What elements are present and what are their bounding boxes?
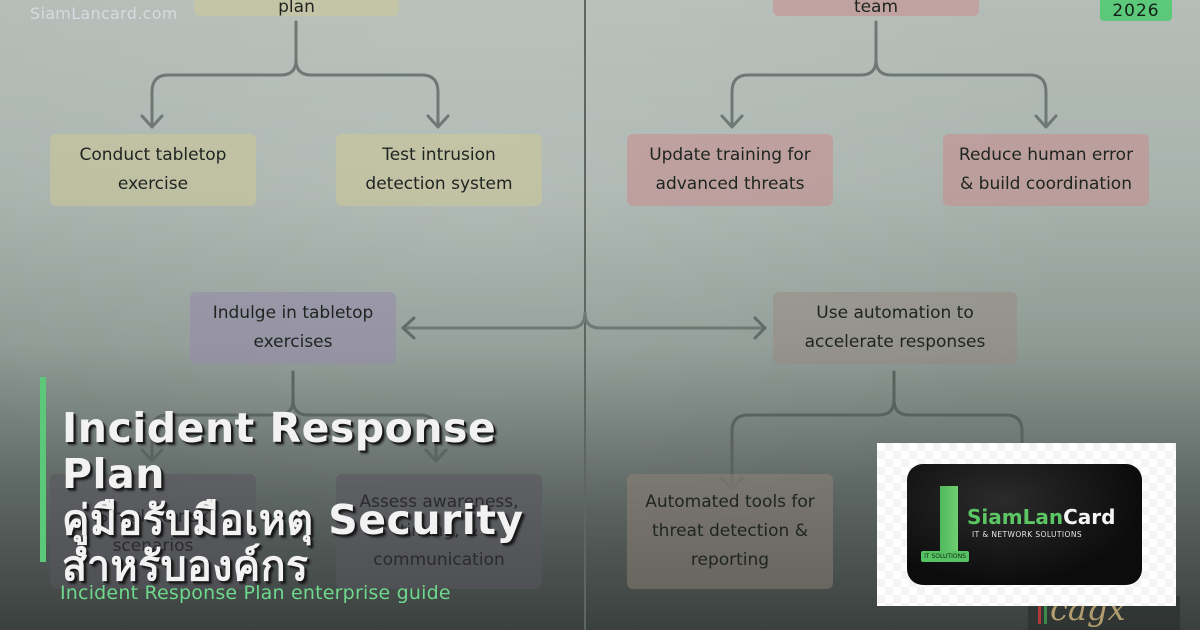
node-assess-awareness: Assess awareness, timing, & communicatio…	[336, 474, 542, 589]
node-label: team	[853, 0, 899, 17]
node-label: Test intrusion detection system	[365, 145, 513, 194]
headline-line-3: สำหรับองค์กร	[62, 542, 309, 590]
arrowhead	[401, 316, 767, 340]
node-plan: plan	[194, 0, 399, 16]
connector-team	[730, 20, 1048, 128]
node-label: Indulge in tabletop exercises	[212, 303, 374, 352]
arrowhead	[720, 476, 744, 491]
watermark-mark-red	[1038, 602, 1041, 624]
node-label: Automated tools for threat detection & r…	[645, 492, 815, 570]
headline: Incident Response Plan คู่มือรับมือเหตุ …	[62, 405, 582, 589]
node-label: Simulate risk scenarios	[97, 506, 209, 556]
subtitle: Incident Response Plan enterprise guide	[60, 582, 451, 604]
node-use-automation: Use automation to accelerate responses	[773, 292, 1017, 364]
node-test-intrusion: Test intrusion detection system	[336, 134, 542, 206]
node-simulate-risk: Simulate risk scenarios	[50, 474, 256, 589]
connector-center	[401, 311, 767, 330]
headline-line-2: คู่มือรับมือเหตุ Security	[62, 496, 524, 544]
node-label: Assess awareness, timing, & communicatio…	[359, 492, 519, 570]
connector-automation	[730, 370, 1024, 490]
connector-indulge	[150, 370, 438, 462]
node-update-training: Update training for advanced threats	[627, 134, 833, 206]
node-automated-tools: Automated tools for threat detection & r…	[627, 474, 833, 589]
node-team: team	[773, 0, 979, 16]
arrowhead	[720, 114, 1058, 129]
node-label: Reduce human error & build coordination	[958, 145, 1134, 194]
arrowhead	[140, 114, 450, 129]
node-label: Update training for advanced threats	[649, 145, 811, 194]
logo-tagline: IT & NETWORK SOLUTIONS	[972, 530, 1082, 539]
brand-logo: IT SOLUTIONS SiamLanCard IT & NETWORK SO…	[877, 443, 1176, 606]
headline-line-1: Incident Response Plan	[62, 404, 497, 498]
node-label: plan	[278, 0, 315, 17]
logo-name-green: SiamLan	[967, 505, 1064, 529]
watermark-mark-green	[1044, 602, 1047, 624]
node-label: Use automation to accelerate responses	[804, 303, 986, 352]
year-badge: 2026	[1100, 0, 1172, 21]
connector-plan	[150, 20, 440, 128]
logo-name-white: Card	[1063, 505, 1116, 529]
arrowhead	[140, 448, 448, 463]
node-conduct-tabletop: Conduct tabletop exercise	[50, 134, 256, 206]
logo-bar-icon	[940, 486, 958, 558]
node-reduce-error: Reduce human error & build coordination	[943, 134, 1149, 206]
node-label: Conduct tabletop exercise	[79, 145, 227, 194]
logo-name: SiamLanCard	[967, 505, 1115, 529]
site-url-label: SiamLancard.com	[30, 4, 178, 23]
logo-card: IT SOLUTIONS SiamLanCard IT & NETWORK SO…	[907, 464, 1142, 585]
node-indulge-tabletop: Indulge in tabletop exercises	[190, 292, 396, 364]
headline-accent-bar	[40, 377, 46, 562]
logo-tag: IT SOLUTIONS	[921, 551, 969, 562]
